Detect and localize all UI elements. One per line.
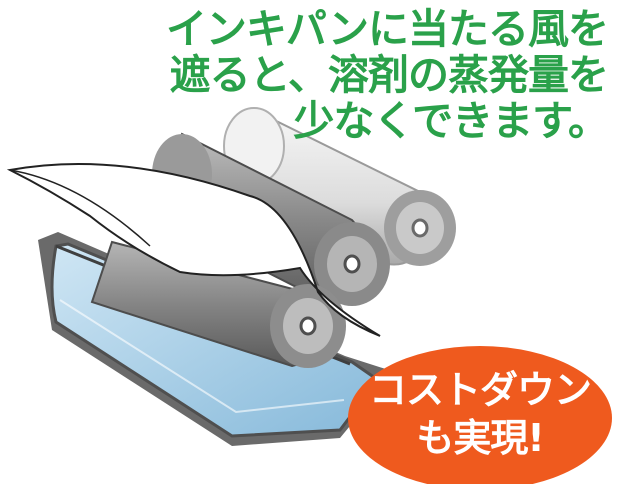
headline-line-1: インキパンに当たる風を xyxy=(165,5,609,53)
headline: インキパンに当たる風を 遮ると、溶剤の蒸発量を 少なくできます。 xyxy=(165,5,609,145)
badge-line-2: も実現! xyxy=(416,416,544,460)
cost-down-badge xyxy=(348,346,612,484)
headline-line-3: 少なくできます。 xyxy=(293,97,609,145)
badge-line-1: コストダウン xyxy=(368,368,592,412)
light-roller xyxy=(220,107,456,266)
badge-text: コストダウン も実現! xyxy=(358,366,602,462)
headline-line-2: 遮ると、溶剤の蒸発量を xyxy=(169,51,609,99)
wind-shield-sheet xyxy=(6,162,381,337)
fountain-roller xyxy=(90,240,346,368)
